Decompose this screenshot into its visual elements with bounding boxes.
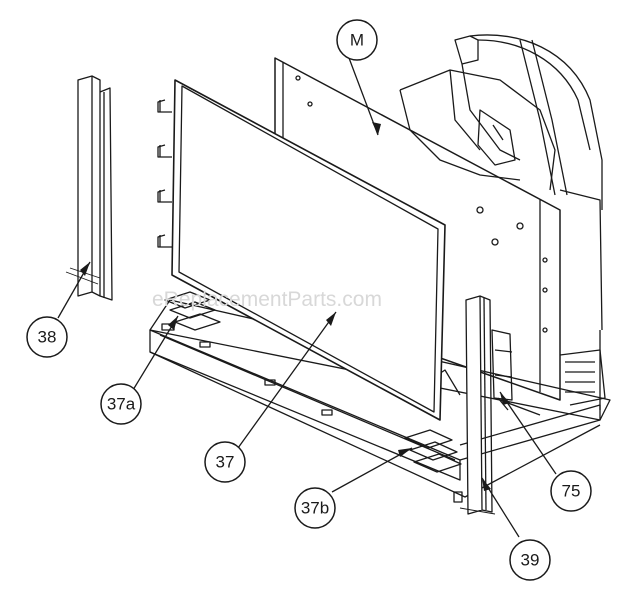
watermark-text: eReplacementParts.com: [152, 288, 382, 311]
bracket-37b: [404, 429, 462, 473]
base-tray: [149, 299, 611, 503]
bracket-37a: [164, 291, 221, 331]
callout-m-label: M: [350, 31, 364, 50]
callout-37-label: 37: [216, 453, 235, 472]
callout-37a-label: 37a: [107, 395, 136, 414]
callout-38-label: 38: [38, 328, 57, 347]
callout-75-circle: [550, 470, 592, 512]
callout-37b-label: 37b: [301, 499, 329, 518]
callout-37-circle: [204, 441, 246, 483]
callout-37a-circle: [100, 383, 142, 425]
callout-39-label: 39: [521, 551, 540, 570]
callout-38-circle: [26, 316, 68, 358]
callout-m-circle: [336, 19, 378, 61]
leader-arrowheads: [80, 122, 510, 491]
front-panel-37: [157, 79, 446, 421]
callout-39-circle: [509, 539, 551, 581]
callout-37b-circle: [294, 487, 336, 529]
callout-75-label: 75: [562, 482, 581, 501]
post-38: [65, 75, 113, 301]
post-39: [459, 295, 496, 515]
blower-assembly: [399, 34, 603, 331]
